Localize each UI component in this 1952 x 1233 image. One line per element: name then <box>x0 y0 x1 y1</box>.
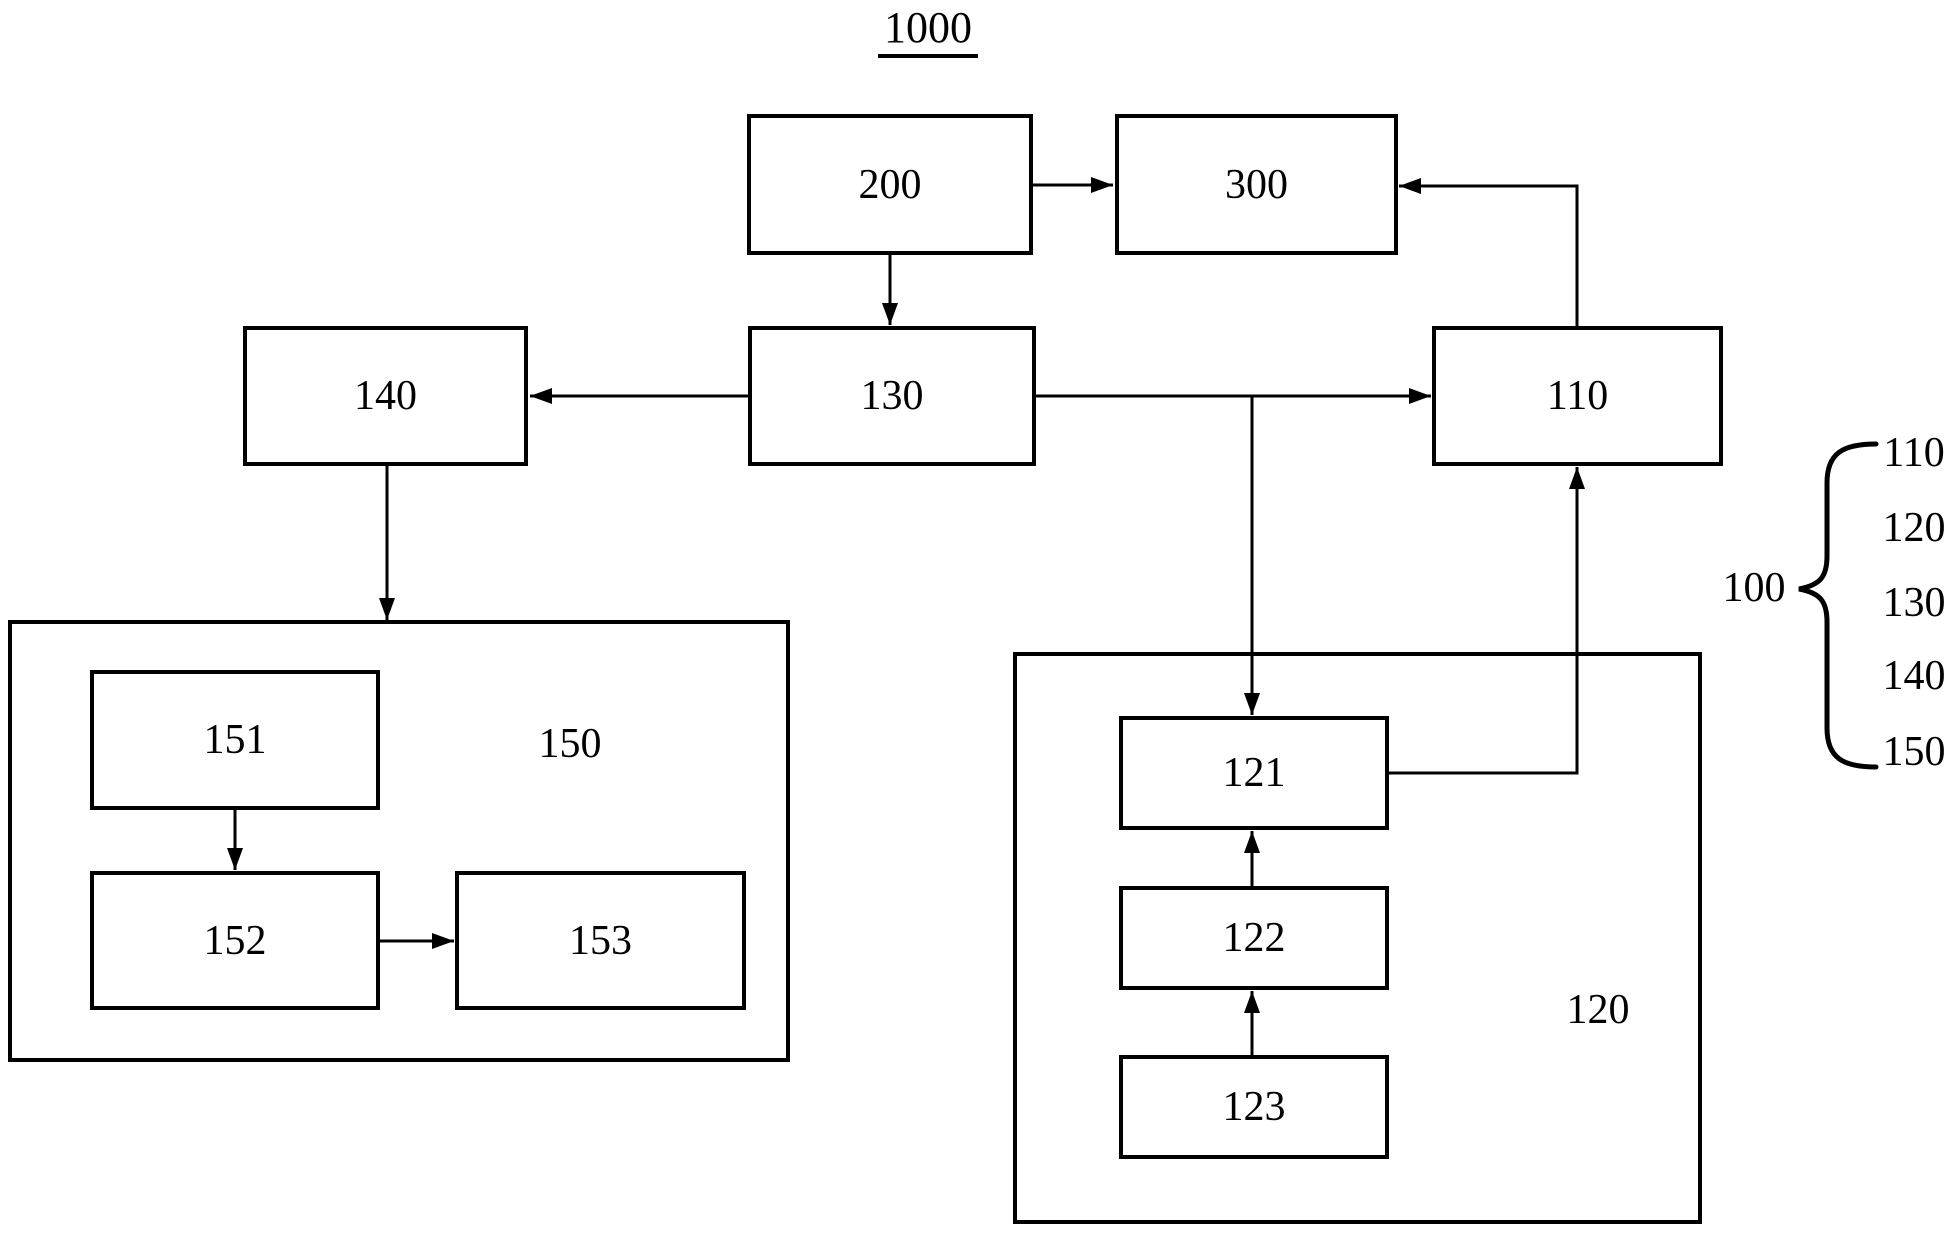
box-200: 200 <box>747 114 1033 255</box>
box-300: 300 <box>1115 114 1398 255</box>
figure-title-text: 1000 <box>878 2 978 58</box>
reference-item-150: 150 <box>1882 729 1946 775</box>
box-122: 122 <box>1119 886 1389 990</box>
brace-100 <box>1798 441 1879 770</box>
box-300-label: 300 <box>1225 161 1288 208</box>
box-200-label: 200 <box>858 161 922 208</box>
reference-item-130: 130 <box>1882 580 1946 626</box>
box-140-label: 140 <box>354 373 417 419</box>
box-152: 152 <box>90 871 380 1010</box>
box-151: 151 <box>90 670 380 810</box>
box-123-label: 123 <box>1222 1084 1286 1130</box>
container-150-label: 150 <box>538 721 602 767</box>
box-110: 110 <box>1432 326 1723 466</box>
box-153-label: 153 <box>569 917 632 964</box>
box-121-label: 121 <box>1222 750 1286 796</box>
container-120-label: 120 <box>1566 987 1630 1033</box>
arrow-110-to-300 <box>1399 178 1579 326</box>
reference-item-140: 140 <box>1882 653 1946 699</box>
box-123: 123 <box>1119 1055 1389 1159</box>
reference-item-120: 120 <box>1882 505 1946 551</box>
arrow-121-to-110 <box>1389 467 1585 775</box>
box-122-label: 122 <box>1222 915 1286 961</box>
box-130: 130 <box>748 326 1036 466</box>
box-110-label: 110 <box>1546 373 1609 419</box>
box-140: 140 <box>243 326 528 466</box>
box-151-label: 151 <box>203 717 267 763</box>
reference-group-label: 100 <box>1722 565 1786 611</box>
box-152-label: 152 <box>203 917 267 964</box>
container-120 <box>1013 652 1702 1224</box>
container-150 <box>8 620 790 1062</box>
box-121: 121 <box>1119 716 1389 830</box>
reference-item-110: 110 <box>1883 430 1945 476</box>
box-153: 153 <box>455 871 746 1010</box>
figure-title: 1000 <box>830 2 1026 58</box>
box-130-label: 130 <box>860 373 924 419</box>
